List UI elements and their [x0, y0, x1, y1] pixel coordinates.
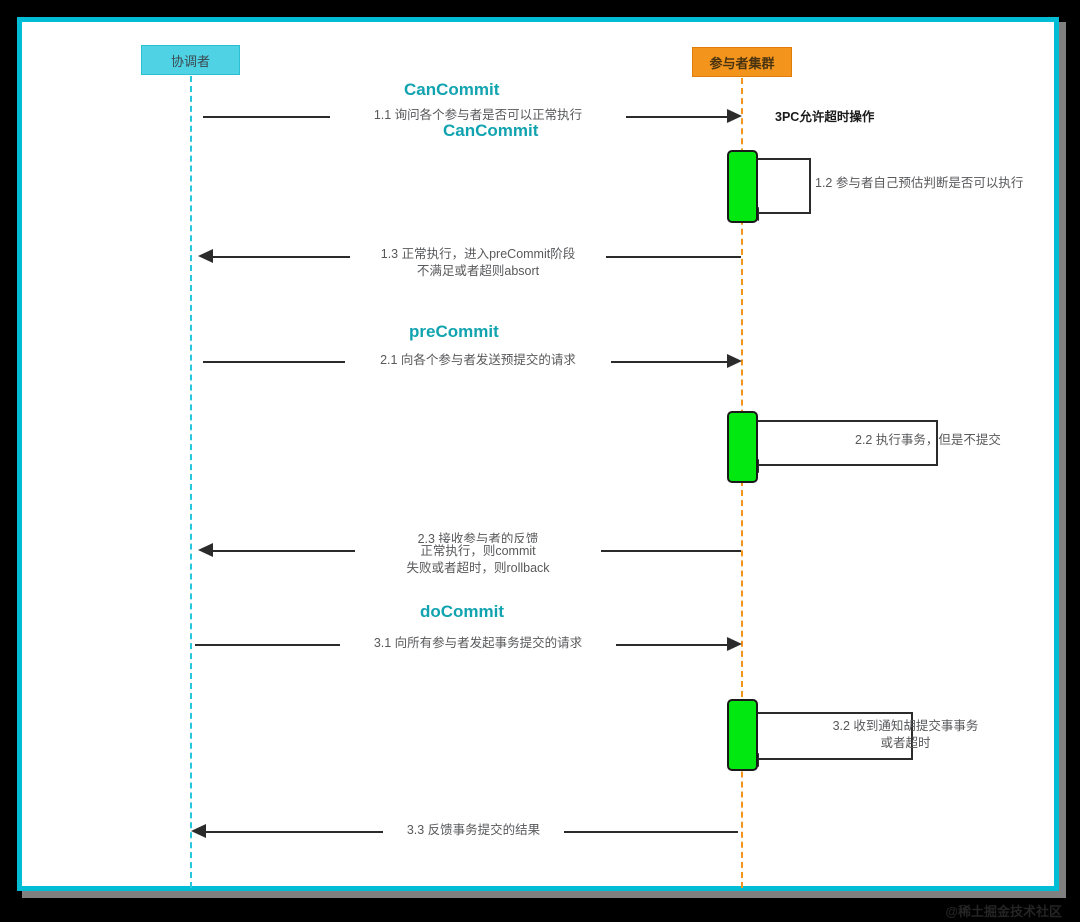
participant-coordinator[interactable]: 协调者: [141, 45, 240, 75]
phase-title-cancommit-duplicate: CanCommit: [443, 121, 539, 140]
self-loop-3-2: [758, 712, 913, 760]
message-arrowhead-2-1: [727, 354, 742, 368]
note-3pc-timeout: 3PC允许超时操作: [775, 110, 875, 124]
activation-bar-cancommit: [727, 150, 758, 223]
message-arrowhead-3-1: [727, 637, 742, 651]
participant-coordinator-label: 协调者: [170, 53, 210, 69]
message-label-1-3-line1: 1.3 正常执行，进入preCommit阶段: [350, 246, 606, 263]
lifeline-coordinator: [190, 76, 192, 888]
activation-bar-docommit: [727, 699, 758, 771]
message-arrowhead-1-1: [727, 109, 742, 123]
watermark: @稀土掘金技术社区: [945, 904, 1062, 919]
message-label-3-2-line2: 或者超时: [880, 736, 931, 750]
message-arrowhead-1-3: [198, 249, 213, 263]
message-label-3-3: 3.3 反馈事务提交的结果: [383, 822, 564, 839]
phase-title-cancommit: CanCommit: [404, 80, 500, 99]
self-loop-2-2: [758, 420, 938, 466]
message-arrowhead-3-3: [191, 824, 206, 838]
phase-title-precommit: preCommit: [409, 322, 499, 341]
message-label-2-1: 2.1 向各个参与者发送预提交的请求: [345, 352, 611, 369]
activation-bar-precommit: [727, 411, 758, 483]
message-arrowhead-2-3: [198, 543, 213, 557]
message-label-3-2-line1: 3.2 收到通知胡提交事事务: [832, 719, 979, 733]
phase-title-docommit: doCommit: [420, 602, 505, 621]
participant-participants-label: 参与者集群: [709, 55, 775, 71]
message-label-1-3-line2: 不满足或者超则absort: [350, 263, 606, 280]
participant-participants[interactable]: 参与者集群: [692, 47, 792, 77]
message-label-2-2: 2.2 执行事务，但是不提交: [855, 433, 1001, 447]
lifeline-participants: [741, 78, 743, 888]
message-label-2-3-line3: 失败或者超时，则rollback: [355, 560, 601, 577]
message-label-1-2: 1.2 参与者自己预估判断是否可以执行: [815, 176, 1024, 190]
message-label-2-3-line2: 正常执行，则commit: [355, 543, 601, 560]
message-label-1-1: 1.1 询问各个参与者是否可以正常执行: [330, 107, 626, 124]
message-label-3-1: 3.1 向所有参与者发起事务提交的请求: [340, 635, 616, 652]
self-loop-1-2: [758, 158, 811, 214]
